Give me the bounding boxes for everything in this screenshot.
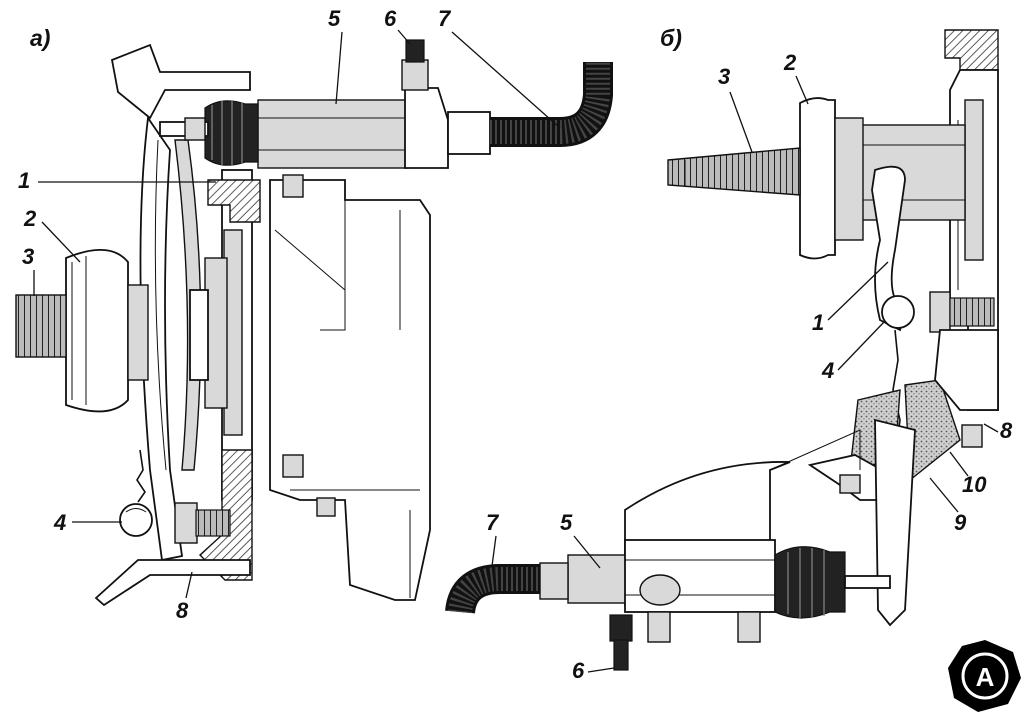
callout-a-2: 2	[23, 206, 37, 231]
callout-b-1: 1	[812, 310, 824, 335]
leader-b-4	[837, 321, 885, 371]
panel-a-drawing	[15, 39, 613, 607]
callout-b-4: 4	[821, 358, 834, 383]
panel-b-label: б)	[660, 25, 682, 51]
panel-a-callouts: а) 1 2 3 4 5 6 7 8	[18, 6, 561, 623]
callout-b-7: 7	[486, 510, 500, 535]
leader-b-3	[729, 91, 753, 153]
callout-b-2: 2	[783, 50, 797, 75]
leader-b-7	[491, 535, 497, 567]
leader-b-1	[827, 261, 889, 321]
leader-b-9	[929, 477, 959, 513]
leader-a-5	[335, 31, 343, 105]
callout-a-1: 1	[18, 168, 30, 193]
callout-a-5: 5	[328, 6, 341, 31]
panel-b-drawing	[445, 29, 999, 671]
callout-b-3: 3	[718, 64, 730, 89]
publisher-logo: A	[948, 640, 1021, 712]
panel-b-callouts: б) 3 2 1 4 8 10 9 7 5 6	[486, 25, 1013, 683]
logo-glyph: A	[976, 662, 995, 692]
leader-b-8	[983, 423, 999, 433]
leader-a-8	[185, 571, 193, 599]
leader-b-6	[587, 667, 615, 673]
callout-a-7: 7	[438, 6, 452, 31]
leader-a-7	[451, 31, 561, 129]
callout-a-8: 8	[176, 598, 189, 623]
callout-b-8: 8	[1000, 418, 1013, 443]
callout-b-10: 10	[962, 472, 987, 497]
callout-b-6: 6	[572, 658, 585, 683]
callout-b-5: 5	[560, 510, 573, 535]
callout-a-6: 6	[384, 6, 397, 31]
leader-b-5	[573, 535, 601, 569]
leader-b-2	[795, 75, 809, 105]
callout-a-4: 4	[53, 510, 66, 535]
callout-b-9: 9	[954, 510, 967, 535]
panel-a-label: а)	[30, 25, 50, 51]
callout-a-3: 3	[22, 244, 34, 269]
leader-a-2	[41, 221, 81, 263]
leader-b-10	[949, 451, 969, 477]
leader-a-6	[397, 29, 411, 45]
